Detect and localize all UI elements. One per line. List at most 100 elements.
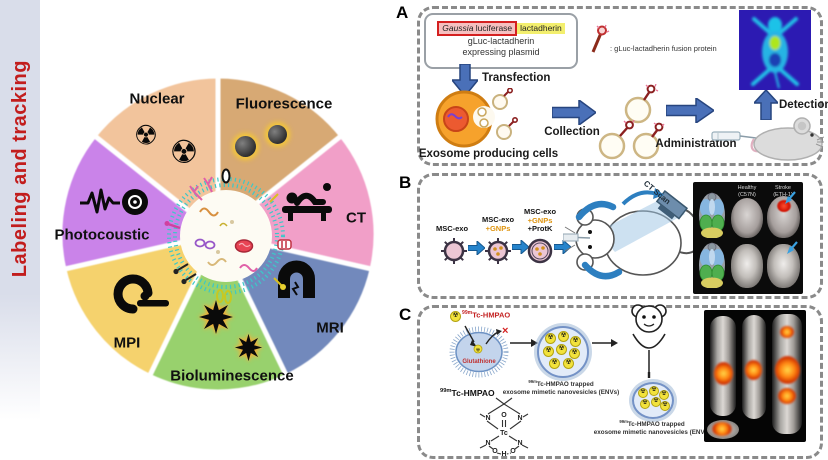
bioluminescence-star-icon	[234, 333, 263, 362]
panel-b-letter: B	[399, 173, 412, 192]
fusion-protein-legend: : gLuc-lactadherin fusion protein	[610, 44, 717, 53]
rotation-arrow	[621, 190, 658, 206]
msc-exo-2-line1: MSC-exo	[481, 215, 515, 224]
stroke-lesion-spot	[777, 200, 791, 212]
panel-c-letter: C	[399, 305, 412, 324]
msc-exo-2-label: MSC-exo +GNPs	[478, 215, 518, 233]
luciferase-rest: luciferase	[473, 23, 513, 33]
radiation-glyph: ☢	[640, 389, 646, 395]
healthy-brain-mri	[731, 198, 763, 238]
brain-atlas-image	[699, 192, 725, 238]
label-fluorescence: Fluorescence	[235, 95, 333, 113]
panel-a-border	[417, 6, 823, 166]
detection-arrow	[754, 90, 778, 120]
chem-structure-label: 99mTc-HMPAO	[440, 388, 495, 398]
lactadherin-gene: lactadherin	[517, 23, 565, 34]
fluorescent-particle-icon	[235, 136, 256, 157]
arrow-right-icon	[512, 240, 529, 254]
tracer-hotspot	[714, 362, 733, 385]
radiation-chip-icon: ☢	[570, 336, 581, 347]
radiation-glyph: ☢	[572, 337, 579, 344]
radiation-glyph: ☢	[565, 359, 572, 366]
detection-label: Detection	[779, 99, 828, 111]
plasmid-caption-line2: expressing plasmid	[462, 46, 540, 57]
exosome-illustration	[164, 168, 292, 304]
msc-exo-1-line1: MSC-exo	[435, 224, 469, 233]
sidebar-title: Labeling and tracking	[8, 60, 31, 278]
isotope-sup: 99m	[462, 310, 473, 316]
ct-scanner-head	[655, 190, 689, 220]
msc-exo-3-line1: MSC-exo	[523, 207, 557, 216]
env-text: exosome mimetic nanovesicles (ENVs)	[502, 388, 620, 396]
exosome-producing-cell	[435, 88, 518, 148]
tracer-hotspot	[745, 360, 762, 380]
radiation-icon: ☢	[169, 134, 199, 170]
panel-a-letter: A	[396, 3, 409, 22]
radiation-icon: ☢	[133, 120, 159, 151]
label-ct: CT	[346, 209, 366, 227]
fluorescent-particle-icon	[268, 125, 287, 144]
arrow-right-icon	[592, 339, 618, 347]
detector-arc	[581, 261, 623, 280]
tracer-hotspot	[778, 388, 796, 404]
tc-hmpao-label: 99mTc-HMPAO	[462, 310, 510, 320]
tracer-hotspot	[712, 422, 732, 436]
glutathione-label: Glutathione	[462, 359, 496, 365]
syringe-icon	[563, 233, 591, 242]
stroke-column-header: Stroke (ETH-1)	[765, 185, 801, 198]
healthy-line2: (C57N)	[738, 191, 756, 198]
trapped-text: Tc-HMPAO trapped	[536, 381, 594, 389]
administration-label: Administration	[655, 138, 737, 150]
arrow-right-icon	[510, 339, 538, 347]
gaussia-italic: Gaussia	[442, 23, 474, 33]
radiation-glyph: ☢	[476, 348, 481, 354]
label-mri: MRI	[316, 319, 344, 337]
wedge-fluorescence	[215, 73, 345, 237]
radiation-chip-icon: ☢	[450, 311, 461, 322]
env-text: exosome mimetic nanovesicles (ENVs)	[593, 428, 711, 436]
msc-exo-3-line3: +ProtK	[527, 224, 553, 233]
radiation-glyph: ☢	[661, 391, 667, 397]
labeled-exosomes	[598, 84, 665, 160]
msc-exo-3-label: MSC-exo +GNPs +ProtK	[520, 207, 560, 234]
radiation-chip-icon: ☢	[556, 344, 567, 355]
spect-imaging-panel	[704, 310, 806, 442]
stroke-skull-ct	[767, 244, 800, 288]
msc-exo-1-label: MSC-exo	[432, 224, 472, 234]
atom-tc: Tc	[500, 430, 508, 437]
gaussia-luciferase-gene: Gaussia luciferase	[437, 21, 518, 36]
msc-exo-2-line2: +GNPs	[485, 223, 511, 233]
photoacoustic-wave-icon	[80, 188, 148, 215]
bioluminescence-image	[739, 10, 811, 90]
radiation-glyph: ☢	[571, 349, 578, 356]
label-bioluminescence: Bioluminescence	[170, 367, 294, 385]
atom-o: O	[501, 412, 507, 419]
sidebar-title-wrap: Labeling and tracking	[0, 14, 40, 324]
radiation-glyph: ☢	[551, 359, 558, 366]
label-nuclear: Nuclear	[129, 90, 185, 108]
panel-c-border	[417, 305, 823, 459]
radiation-chip-icon: ☢	[638, 388, 648, 398]
radiation-glyph: ☢	[558, 345, 565, 352]
collection-arrow	[552, 100, 596, 125]
env-vesicle: ☢ ☢ ☢ ☢ ☢ ☢ ☢ ☢	[537, 326, 589, 378]
radiation-glyph: ☢	[653, 398, 659, 404]
msc-exo-gnp-protk-icon	[527, 238, 553, 264]
hmpao-chemical-structure: N N O Tc N N O O H	[479, 397, 529, 456]
radiation-glyph: ☢	[545, 347, 552, 354]
radiation-glyph: ☢	[560, 332, 567, 339]
radiation-chip-icon: ☢	[563, 358, 574, 369]
panel-b-border	[417, 173, 823, 299]
sidebar-strip	[0, 0, 40, 420]
ct-scanner-icon	[282, 183, 332, 221]
msc-exo-icon	[441, 238, 467, 264]
stroke-pointer-arrow	[785, 191, 796, 204]
isotope-sup: 99m	[619, 419, 628, 424]
ct-brain-imaging-panel: Healthy (C57N) Stroke (ETH-1)	[693, 182, 803, 294]
tracer-hotspot	[780, 326, 794, 338]
atom-n: N	[517, 415, 522, 422]
bioluminescence-star-icon	[199, 300, 233, 334]
radiation-glyph: ☢	[662, 402, 668, 408]
arrow-right-icon	[468, 241, 485, 255]
